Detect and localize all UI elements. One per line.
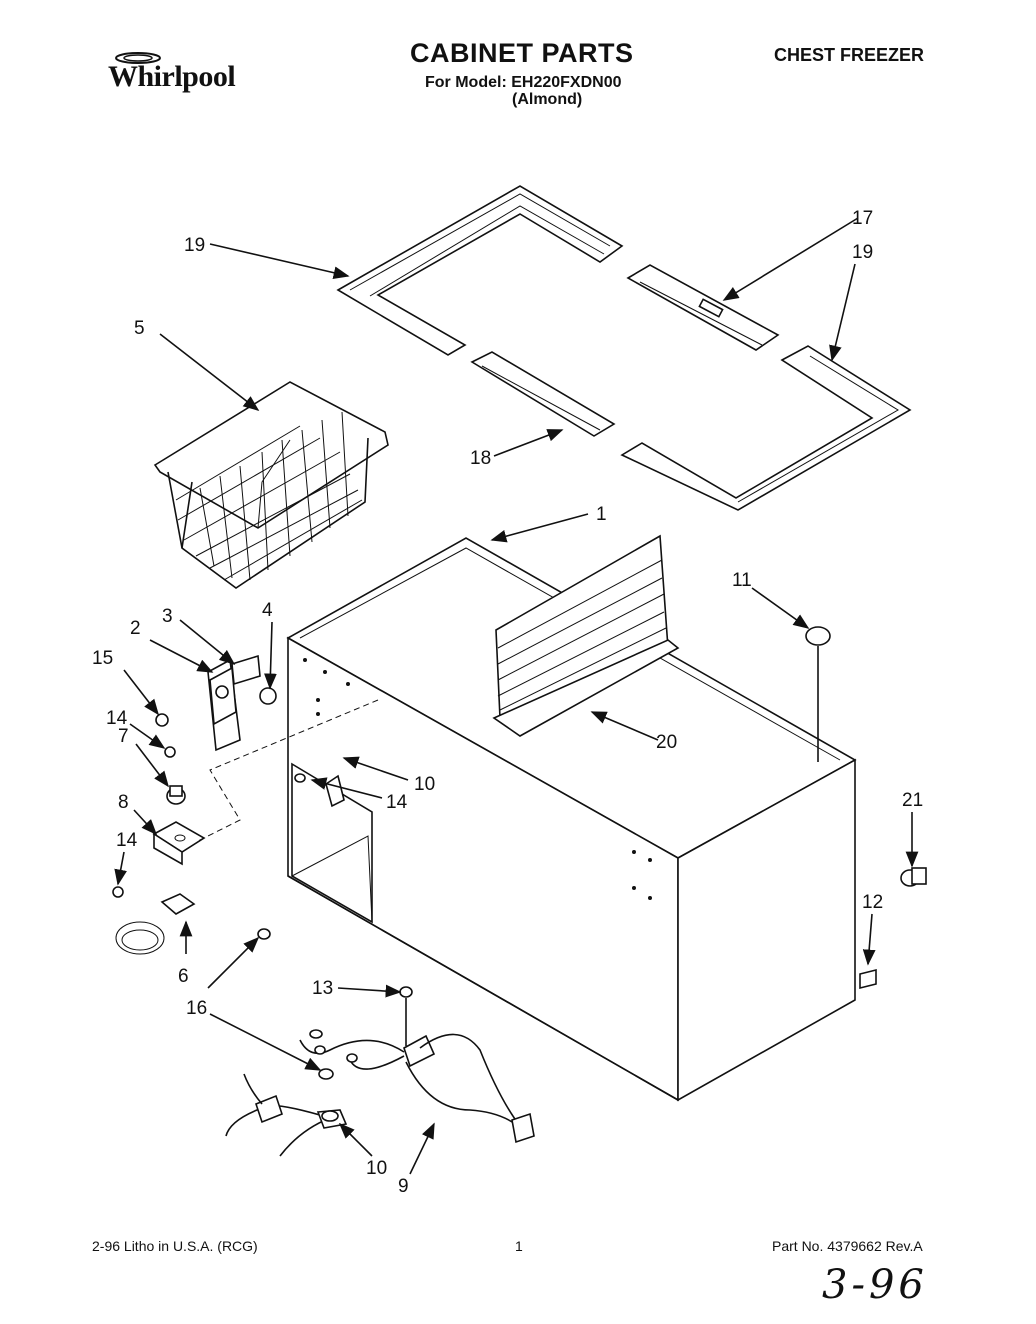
callout-19b: 19 (852, 242, 873, 263)
leader-4 (264, 621, 277, 690)
leader-19a (209, 243, 350, 279)
lid-stop-part-11 (805, 626, 831, 762)
screw-part-16 (257, 928, 271, 940)
callout-17: 17 (852, 208, 873, 229)
leader-3 (179, 619, 236, 666)
leader-16a (207, 936, 260, 989)
callout-18: 18 (470, 448, 491, 469)
logo-swirl-icon (115, 52, 161, 64)
callout-12: 12 (862, 892, 883, 913)
leader-16b (209, 1013, 322, 1071)
callout-8: 8 (118, 792, 129, 813)
callout-14a: 14 (106, 708, 128, 729)
callout-2: 2 (130, 618, 141, 639)
leader-14c (114, 851, 127, 886)
callout-21: 21 (902, 790, 923, 811)
wire-basket-part-5 (153, 381, 389, 589)
leader-2 (149, 639, 214, 673)
screw-part-21 (900, 867, 927, 887)
bracket-part-8 (152, 821, 206, 866)
leader-15 (123, 669, 159, 716)
leader-12 (862, 913, 876, 966)
handwritten-date: 3-96 (822, 1262, 928, 1308)
callout-9: 9 (398, 1176, 409, 1197)
leader-8 (133, 809, 158, 836)
product-category: CHEST FREEZER (774, 45, 925, 65)
part-number: Part No. 4379662 Rev.A (772, 1238, 923, 1254)
screw-part-13 (399, 986, 413, 998)
callout-19a: 19 (184, 235, 205, 256)
model-color: (Almond) (512, 91, 583, 108)
callout-5: 5 (134, 318, 145, 339)
hinge-cover-part-4 (259, 687, 277, 705)
model-line: For Model: EH220FXDN00 (425, 74, 622, 91)
leader-11 (751, 587, 810, 629)
callout-14b: 14 (386, 792, 408, 813)
clip-part-12 (859, 968, 877, 990)
leader-19b (829, 263, 856, 362)
knob-part-7 (166, 785, 186, 805)
page-title: CABINET PARTS (410, 38, 634, 68)
callout-7: 7 (118, 726, 129, 747)
leader-14b (310, 777, 383, 799)
leader-18 (493, 429, 564, 457)
bracket-part-10-a (294, 773, 345, 808)
bracket-part-10-b (316, 1068, 348, 1129)
breaker-strip-part-18 (470, 351, 616, 437)
callout-6: 6 (178, 966, 189, 987)
leader-1 (490, 513, 589, 543)
hinge-part-2 (207, 658, 241, 752)
screw-part-14-b (112, 886, 124, 898)
callout-14c: 14 (116, 830, 138, 851)
callout-13: 13 (312, 978, 333, 999)
gasket-frame-part-19 (336, 185, 912, 511)
callout-3: 3 (162, 606, 173, 627)
thermostat-part-6 (115, 893, 196, 955)
callout-1: 1 (596, 504, 607, 525)
screw-part-15 (155, 713, 169, 727)
leader-10a (342, 756, 409, 781)
brand-name: Whirlpool (108, 60, 236, 93)
callout-4: 4 (262, 600, 273, 621)
leader-9 (409, 1122, 435, 1175)
leader-20 (590, 711, 659, 741)
leader-7 (135, 743, 169, 788)
callout-20: 20 (656, 732, 677, 753)
callout-10a: 10 (414, 774, 435, 795)
leader-14a (129, 723, 166, 749)
callout-11: 11 (732, 570, 752, 591)
hinge-plate-part-3 (231, 654, 261, 686)
wiring-harness-part-9 (225, 1029, 535, 1157)
screw-part-14-a (164, 746, 176, 758)
divider-part-20 (492, 534, 680, 737)
leader-13 (337, 984, 402, 998)
leader-10b (338, 1122, 373, 1157)
leader-17 (722, 217, 859, 301)
breaker-strip-part-17 (626, 264, 780, 351)
litho-note: 2-96 Litho in U.S.A. (RCG) (92, 1238, 258, 1254)
leader-5 (159, 333, 260, 411)
handwritten-note: 3-96 (822, 1262, 952, 1312)
callout-16: 16 (186, 998, 207, 1019)
callout-15: 15 (92, 648, 113, 669)
page-number: 1 (515, 1238, 523, 1254)
whirlpool-logo: Whirlpool (108, 46, 268, 106)
callout-10b: 10 (366, 1158, 387, 1179)
